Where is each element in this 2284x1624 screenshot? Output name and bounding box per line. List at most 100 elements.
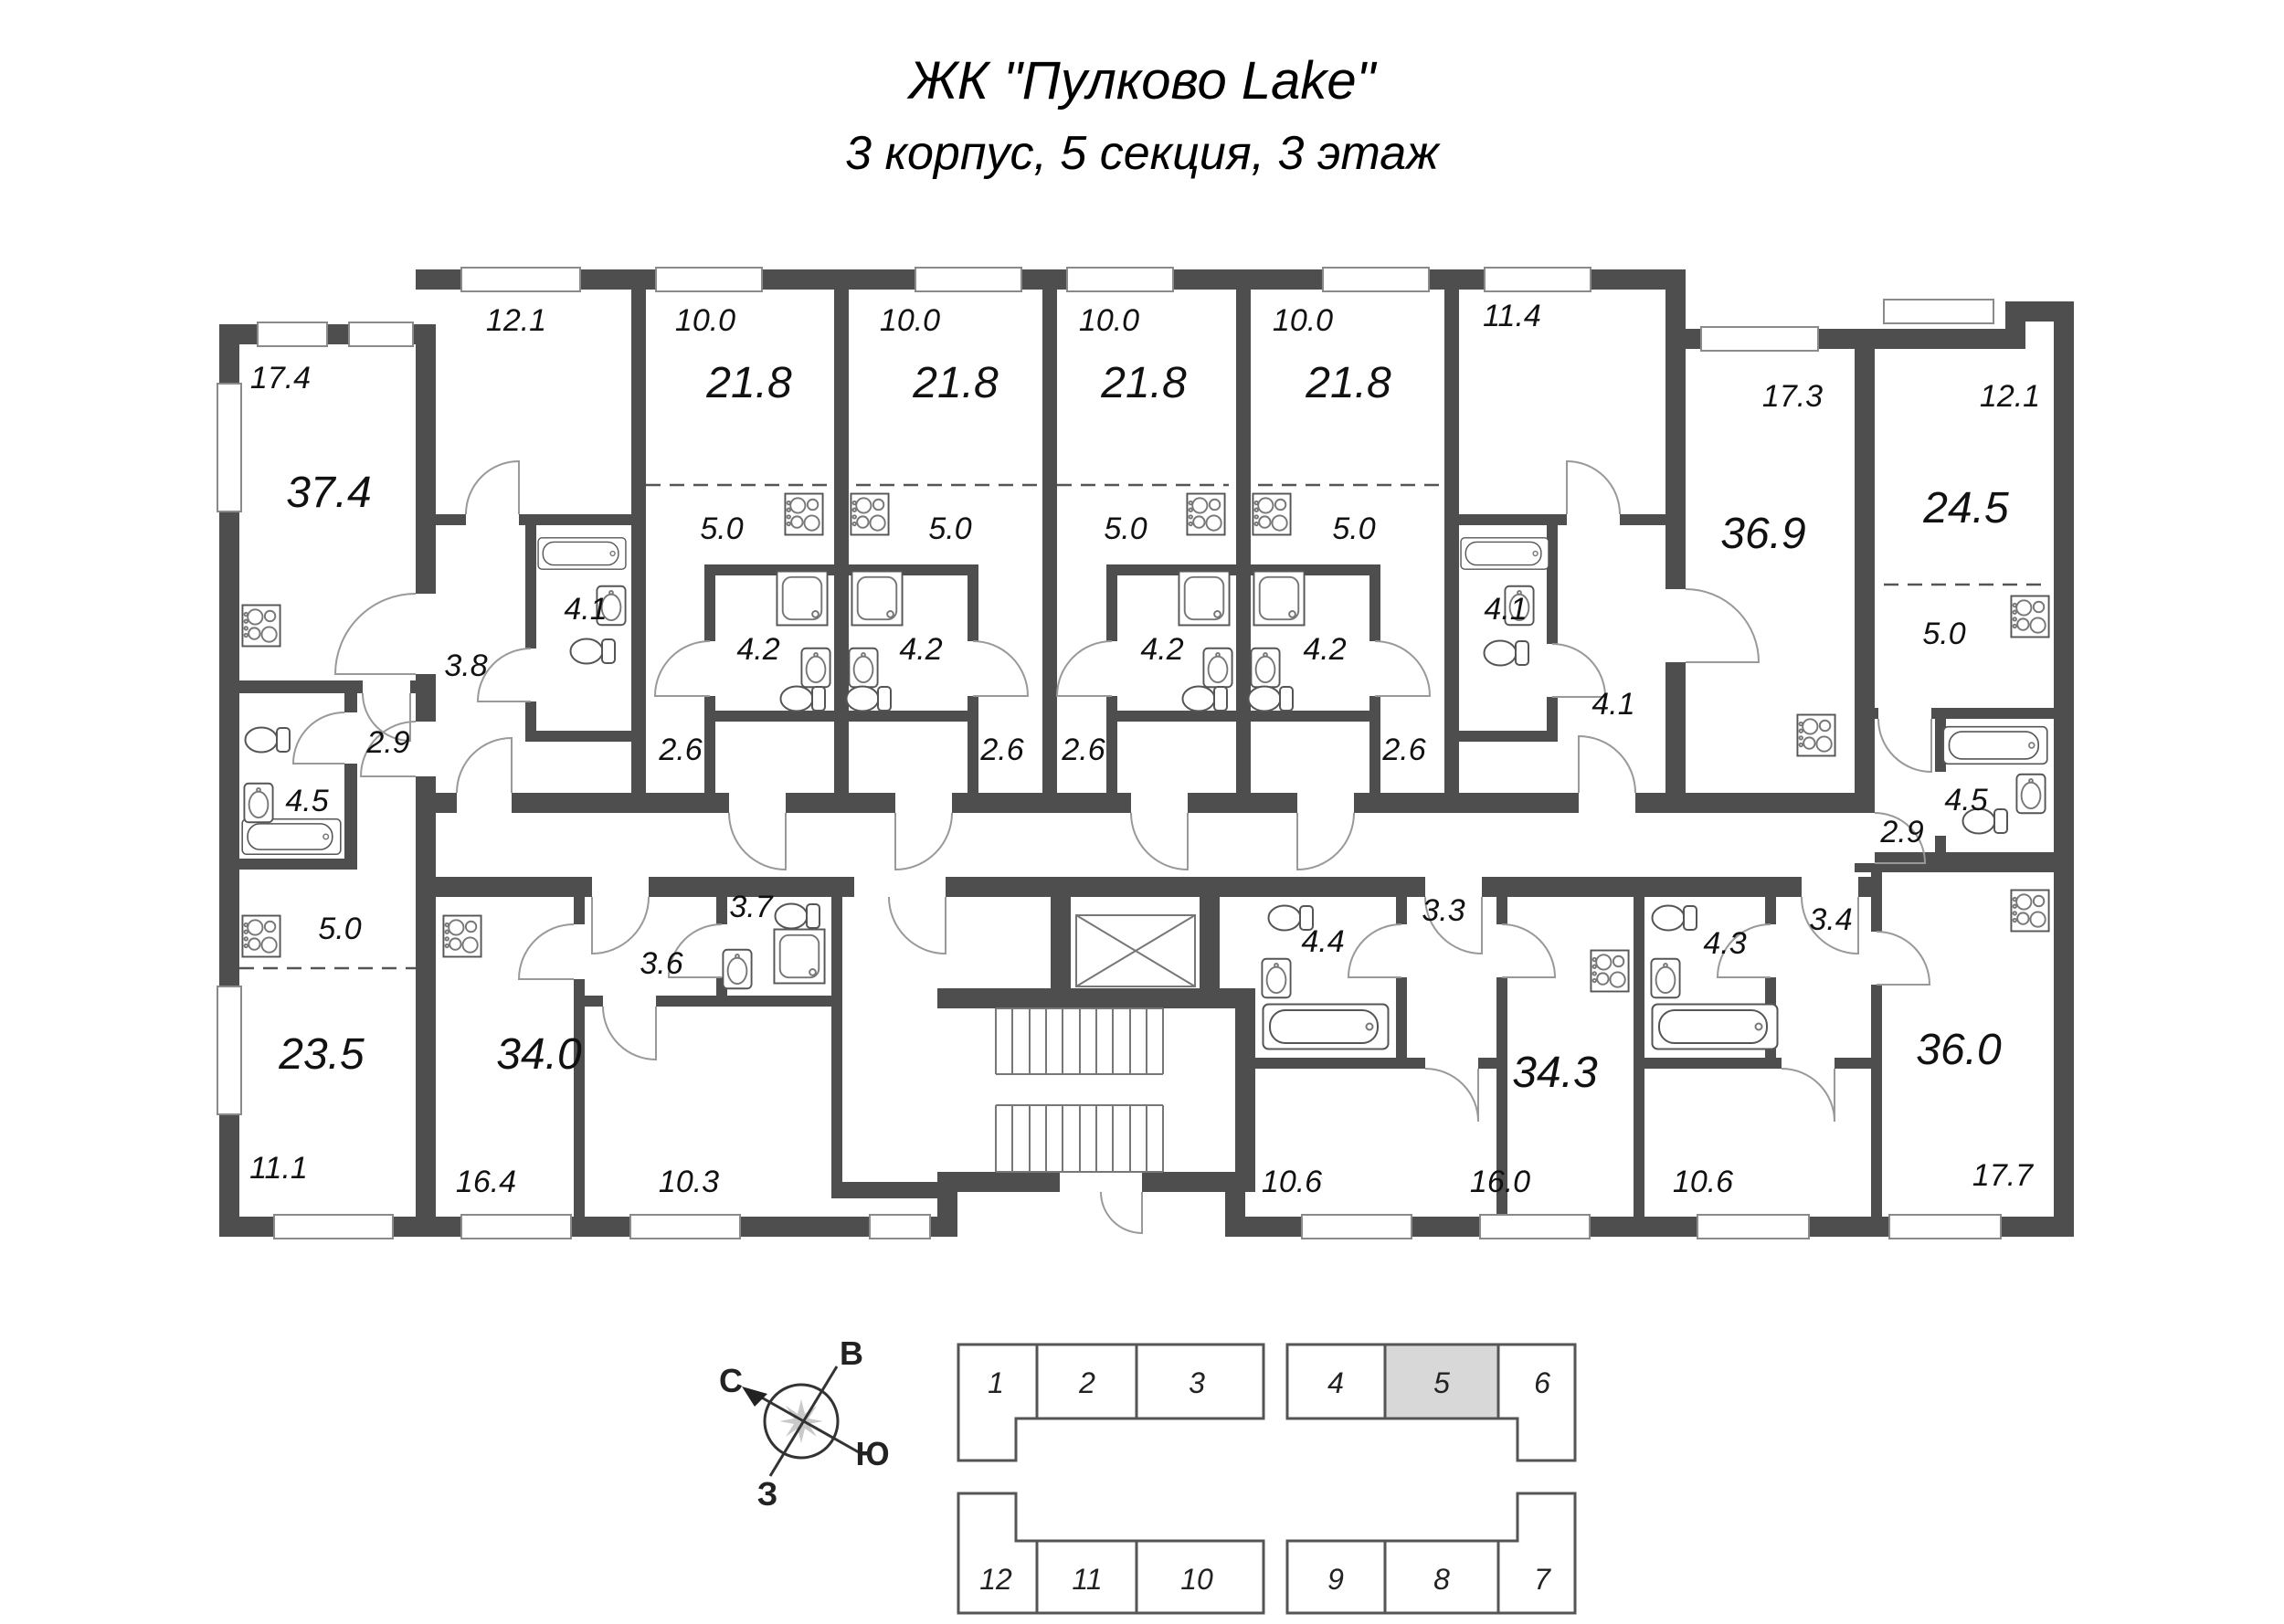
shower-icon (1178, 570, 1231, 627)
toilet-icon (845, 685, 892, 712)
room-area-label: 3.7 (729, 890, 773, 924)
apartment-total-label: 36.0 (1916, 1026, 2002, 1074)
bathtub-icon (241, 817, 342, 856)
room-labels: 37.4 17.4 12.1 4.1 3.8 23.5 5.0 11.1 4.5… (249, 299, 2040, 1199)
room-area-label: 4.1 (1591, 687, 1634, 722)
key-section-number: 4 (1327, 1366, 1344, 1399)
room-area-label: 3.6 (640, 946, 682, 981)
apartment-total-label: 23.5 (278, 1030, 365, 1079)
room-area-label: 10.6 (1262, 1165, 1322, 1199)
bathtub-icon (537, 536, 627, 571)
page-title: ЖК "Пулково Lake" (906, 51, 1378, 111)
key-section-number: 7 (1534, 1563, 1551, 1596)
room-area-label: 10.0 (1079, 303, 1139, 338)
sink-icon (1261, 957, 1292, 999)
stair-flight-upper (995, 1007, 1164, 1075)
compass-east-label: В (840, 1334, 863, 1372)
stove-icon (2010, 889, 2050, 933)
apartment-total-label: 34.0 (496, 1030, 582, 1079)
key-section-number: 6 (1534, 1366, 1550, 1399)
room-area-label: 4.2 (1140, 632, 1183, 667)
room-area-label: 5.0 (928, 511, 971, 546)
bathtub-icon (1262, 1003, 1390, 1050)
key-section-number: 9 (1327, 1563, 1344, 1596)
fixtures (241, 492, 2050, 1050)
stove-icon (1590, 949, 1630, 993)
room-area-label: 4.1 (564, 592, 607, 627)
stove-icon (241, 914, 281, 958)
doors (291, 459, 1932, 1235)
bathtub-icon (1651, 1003, 1779, 1050)
room-area-label: 2.6 (979, 733, 1023, 767)
room-area-label: 10.0 (880, 303, 940, 338)
sink-icon (2015, 773, 2046, 815)
room-area-label: 12.1 (486, 303, 546, 338)
sink-icon (848, 647, 879, 689)
room-area-label: 12.1 (1980, 379, 2040, 414)
room-area-label: 16.4 (456, 1165, 516, 1199)
compass-south-label: Ю (855, 1435, 889, 1472)
stair-flight-lower (995, 1104, 1164, 1173)
room-area-label: 11.4 (1483, 299, 1541, 333)
zone-dash-lines (239, 483, 2046, 970)
compass-west-label: З (757, 1475, 778, 1513)
key-section-number: 11 (1072, 1563, 1102, 1596)
key-section-number: 8 (1433, 1563, 1450, 1596)
room-area-label: 10.3 (659, 1165, 719, 1199)
room-area-label: 2.6 (1381, 733, 1425, 767)
apartment-total-label: 21.8 (912, 359, 999, 407)
key-section-number: 5 (1433, 1366, 1450, 1399)
sink-icon (722, 948, 753, 990)
sink-icon (1250, 647, 1281, 689)
stove-icon (784, 492, 824, 536)
room-area-label: 17.4 (250, 361, 311, 395)
toilet-icon (779, 685, 826, 712)
room-area-label: 4.5 (1944, 783, 1987, 817)
toilet-icon (1181, 685, 1228, 712)
room-area-label: 17.3 (1762, 379, 1823, 414)
key-section-number: 12 (979, 1563, 1012, 1596)
room-area-label: 5.0 (318, 912, 361, 946)
stove-icon (241, 604, 281, 648)
room-area-label: 10.0 (1273, 303, 1333, 338)
toilet-icon (1651, 904, 1697, 932)
apartment-total-label: 36.9 (1720, 510, 1805, 558)
apartment-total-label: 21.8 (1100, 359, 1187, 407)
compass-north-label: С (719, 1362, 743, 1399)
toilet-icon (244, 726, 291, 754)
key-section-number: 10 (1180, 1563, 1213, 1596)
apartment-total-label: 37.4 (286, 469, 371, 517)
key-block-bottom-left (957, 1492, 1265, 1615)
apartment-total-label: 34.3 (1512, 1049, 1598, 1097)
sink-icon (1202, 647, 1233, 689)
shower-icon (1253, 570, 1306, 627)
apartment-total-label: 21.8 (1305, 359, 1391, 407)
section-key-plan: 1 2 3 4 5 6 7 8 9 10 11 12 (957, 1343, 1577, 1615)
apartment-total-label: 24.5 (1922, 484, 2009, 533)
compass-north-arrow (742, 1387, 767, 1407)
room-area-label: 3.8 (444, 649, 487, 683)
room-area-label: 4.3 (1703, 926, 1746, 961)
room-area-label: 11.1 (249, 1151, 308, 1186)
windows (217, 267, 2002, 1239)
toilet-icon (774, 902, 820, 930)
compass-rose: С В Ю З (719, 1334, 890, 1513)
sink-icon (1650, 957, 1681, 999)
room-area-label: 5.0 (1922, 617, 1965, 651)
stove-icon (1796, 713, 1836, 757)
room-area-label: 3.3 (1422, 893, 1465, 928)
room-area-label: 10.0 (675, 303, 735, 338)
apartment-total-label: 21.8 (705, 359, 792, 407)
room-area-label: 4.1 (1484, 592, 1527, 627)
room-area-label: 3.4 (1809, 902, 1852, 937)
wall-openings (344, 514, 1946, 1192)
stove-icon (1186, 492, 1226, 536)
shower-icon (776, 570, 829, 627)
room-area-label: 4.2 (899, 632, 942, 667)
room-area-label: 2.9 (1879, 815, 1923, 849)
shower-icon (851, 570, 904, 627)
key-section-number: 1 (988, 1366, 1004, 1399)
room-area-label: 4.2 (736, 632, 779, 667)
walls (219, 269, 2074, 1237)
